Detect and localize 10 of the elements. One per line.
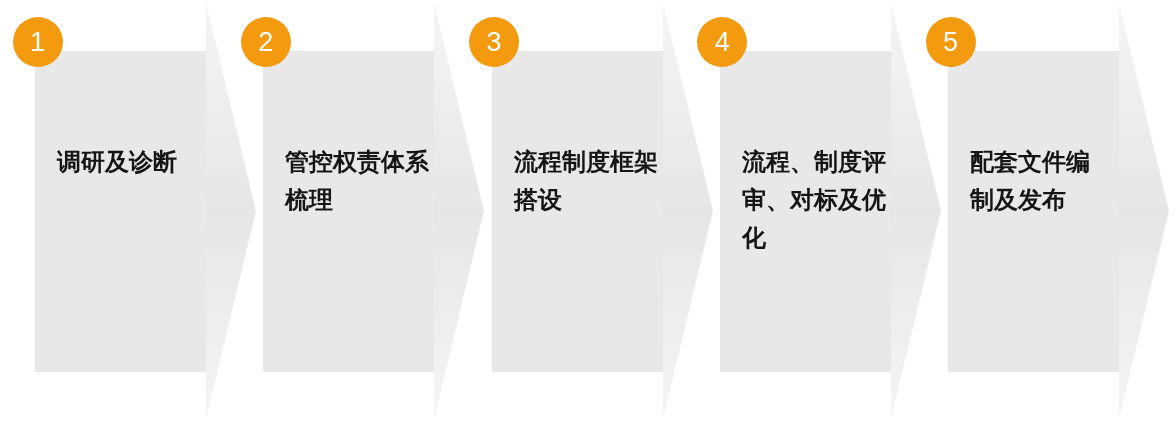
step-number-badge: 1 — [12, 17, 63, 67]
step-number-badge: 2 — [240, 17, 291, 67]
step-number-badge: 4 — [697, 17, 748, 67]
step-label: 管控权责体系梳理 — [285, 147, 431, 216]
step-label: 配套文件编制及发布 — [970, 147, 1091, 216]
step-label: 调研及诊断 — [57, 147, 178, 178]
step-label: 流程制度框架搭设 — [513, 147, 659, 216]
step-number-badge: 3 — [469, 17, 519, 67]
step-label: 流程、制度评审、对标及优化 — [741, 147, 887, 254]
step-number-badge: 5 — [925, 17, 976, 67]
